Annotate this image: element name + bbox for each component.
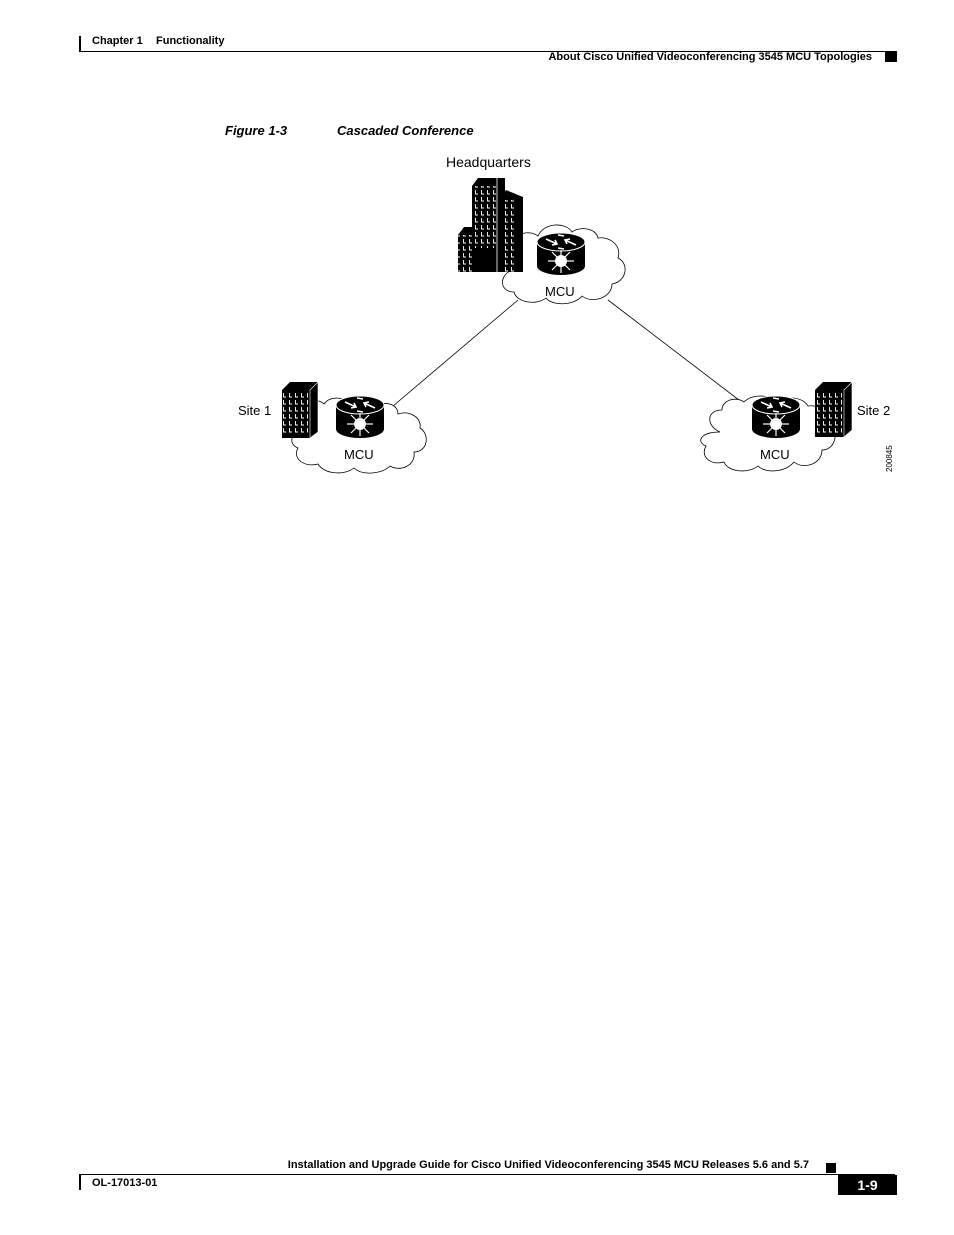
mcu-site1-icon (335, 395, 385, 439)
header-rule-vertical (79, 36, 81, 52)
header-section-title: About Cisco Unified Videoconferencing 35… (548, 51, 872, 63)
label-site1: Site 1 (238, 403, 271, 418)
footer-page-number: 1-9 (838, 1175, 897, 1195)
mcu-hq-icon (536, 232, 586, 276)
footer-doc-number: OL-17013-01 (92, 1177, 158, 1189)
header-chapter: Chapter 1 (92, 35, 143, 47)
figure-title: Cascaded Conference (337, 123, 474, 138)
building-site1-icon (282, 381, 319, 439)
footer-marker-block (826, 1163, 836, 1173)
label-mcu-site1: MCU (344, 447, 374, 462)
link-hq-site2 (607, 299, 753, 411)
link-hq-site1 (385, 299, 519, 413)
label-site2: Site 2 (857, 403, 890, 418)
header-chapter-title: Functionality (156, 35, 225, 47)
building-hq-icon (458, 178, 523, 272)
label-mcu-site2: MCU (760, 447, 790, 462)
header-rule (79, 51, 895, 52)
footer-rule-vertical (79, 1174, 81, 1190)
building-site2-icon (815, 381, 853, 438)
footer-guide-title: Installation and Upgrade Guide for Cisco… (287, 1159, 809, 1171)
label-headquarters: Headquarters (446, 154, 531, 170)
header-marker-block (885, 51, 897, 62)
label-art-id: 200845 (885, 445, 894, 472)
footer-rule (79, 1174, 895, 1175)
figure-number: Figure 1-3 (225, 123, 288, 138)
label-mcu-hq: MCU (545, 284, 575, 299)
mcu-site2-icon (751, 395, 801, 439)
cascaded-conference-diagram: Headquarters MCU Site 1 MCU Site 2 MCU 2… (238, 154, 894, 474)
